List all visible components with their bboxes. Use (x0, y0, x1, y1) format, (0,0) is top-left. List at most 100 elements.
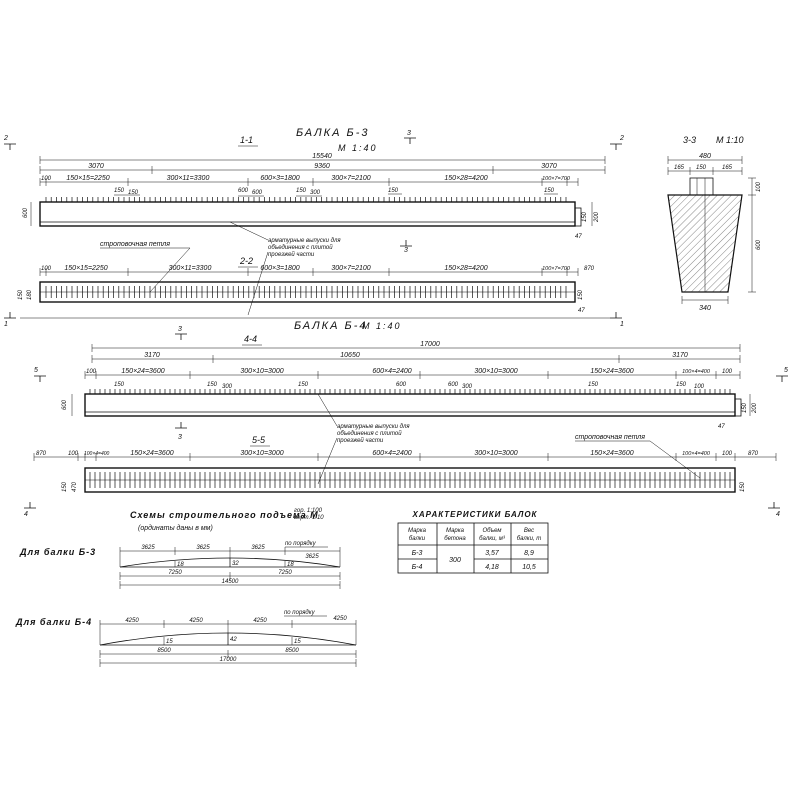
height-left: 600 (62, 399, 68, 410)
camber-tag: по порядку (284, 610, 316, 616)
small-dim: 150 (114, 188, 125, 194)
small-dim: 600 (448, 382, 459, 388)
table-header: бетона (444, 536, 466, 542)
camber-schemes: Схемы строительного подъема М гор. 1:100… (15, 508, 357, 667)
camber-label-b4: Для балки Б-4 (15, 617, 92, 627)
dim-seg-mid: 10650 (340, 352, 360, 359)
height-right: 200 (594, 211, 600, 223)
dim-seg-right: 3170 (672, 352, 688, 359)
cut-arrow (175, 422, 187, 429)
small-dim: 600 (252, 190, 263, 196)
dim-ticks (84, 371, 741, 379)
rebar-dim: 300×10=3000 (474, 450, 517, 457)
small-dim: 150 (544, 188, 555, 194)
camber-ordinates (163, 633, 293, 645)
cut-mark-label: 3 (178, 326, 182, 333)
height-left: 600 (23, 207, 29, 218)
small-dim: 150 (676, 382, 687, 388)
cut-marker-left-bottom: 1 (4, 312, 16, 328)
cut-mark-label: 1 (620, 321, 624, 328)
small-dim: 150 (207, 382, 218, 388)
table-header: балки, м³ (479, 536, 506, 542)
rebar-dim: 300×7=2100 (331, 265, 370, 272)
rebar-dim: 100 (722, 451, 733, 457)
edge-dim: 47 (575, 234, 582, 240)
beam-title: БАЛКА Б-3 (296, 127, 370, 139)
table-header: балки (409, 536, 426, 542)
camber-span: 14500 (222, 579, 239, 585)
rebar-note-line: арматурные выпуски для (337, 424, 410, 430)
camber-tag: по порядку (285, 541, 317, 547)
table-cell-concrete: 300 (449, 557, 461, 564)
beam-b3: 2 2 1 1 1-1 БАЛКА Б-3 М 1:40 3 15540 307… (3, 127, 624, 328)
rebar-dim: 300×7=2100 (331, 175, 370, 182)
camber-half: 7250 (168, 570, 182, 576)
camber-note: (ординаты даны в мм) (138, 524, 213, 532)
camber-ordinate: 32 (232, 561, 239, 567)
small-dim: 150 (588, 382, 599, 388)
cut-arrow (610, 143, 622, 150)
cut-marker-3-plan: 3 (400, 240, 412, 254)
beam-end-step (574, 207, 582, 227)
rebar-outlet-block (689, 177, 714, 196)
dim-seg-right: 3070 (541, 163, 557, 170)
rebar-dim: 100×4=400 (682, 369, 711, 375)
top-part: 165 (674, 165, 685, 171)
small-dim: 300 (462, 384, 473, 390)
rebar-dim: 100×4=400 (682, 451, 711, 457)
small-dim: 150 (388, 188, 399, 194)
dim-ticks (39, 178, 579, 186)
camber-ordinate: 18 (287, 562, 294, 568)
table-cell: Б-4 (412, 564, 423, 571)
plan-right-dim: 150 (740, 481, 746, 492)
beam-scale: М 1:40 (362, 321, 402, 331)
table-header: Вес (524, 528, 534, 534)
dim-ticks (39, 268, 579, 276)
cut-marker-right-bottom: 1 (610, 312, 624, 328)
camber-ordinate: 18 (177, 562, 184, 568)
camber-half: 8500 (285, 648, 299, 654)
table-header: Объем (483, 528, 502, 534)
rebar-dim: 870 (584, 266, 595, 272)
camber-half: 7250 (278, 570, 292, 576)
beam-elevation (84, 393, 736, 417)
top-width: 480 (699, 153, 711, 160)
cut-mark-label: 4 (776, 511, 780, 518)
camber-title: Схемы строительного подъема М (130, 510, 319, 520)
camber-half: 8500 (157, 648, 171, 654)
rebar-dim: 150×24=3600 (590, 368, 633, 375)
rebar-note-line: объединения с плитой (337, 430, 402, 437)
cut-arrow (404, 137, 416, 144)
small-dim: 600 (396, 382, 407, 388)
cut-mark-label: 3 (407, 130, 411, 137)
beam-title: БАЛКА Б-4 (294, 320, 368, 332)
section-title: 3-3 (683, 135, 696, 145)
rebar-dim: 100 (41, 176, 52, 182)
table-header: Марка (446, 528, 465, 534)
cut-arrow (24, 502, 36, 509)
camber-top-dim: 4250 (189, 618, 203, 624)
camber-scale: гор. 1:100 (294, 508, 323, 514)
dim-ticks (748, 177, 756, 293)
small-dim: 150 (296, 188, 307, 194)
dim-seg-mid: 9360 (314, 163, 330, 170)
dim-overall: 15540 (312, 153, 332, 160)
plan-left-dim: 470 (72, 481, 78, 492)
dim-ticks (119, 581, 341, 589)
table-title: ХАРАКТЕРИСТИКИ БАЛОК (412, 510, 538, 519)
section-label-4-4: 4-4 (244, 334, 257, 344)
dim-ticks (667, 156, 743, 164)
plan-right-dim: 150 (578, 289, 584, 300)
rebar-dim: 870 (748, 451, 759, 457)
cut-arrow (34, 375, 46, 382)
camber-ordinate: 15 (166, 639, 173, 645)
table-cell: 4,18 (485, 564, 499, 571)
dim-ticks (91, 355, 741, 363)
rebar-dim: 600×4=2400 (372, 368, 411, 375)
edge-dim: 150 (582, 211, 588, 222)
top-part: 165 (722, 165, 733, 171)
dim-ticks (39, 166, 606, 174)
dim-overall: 17000 (420, 341, 440, 348)
rebar-dim: 300×11=3300 (169, 265, 212, 272)
table-header: балки, т (517, 536, 542, 542)
